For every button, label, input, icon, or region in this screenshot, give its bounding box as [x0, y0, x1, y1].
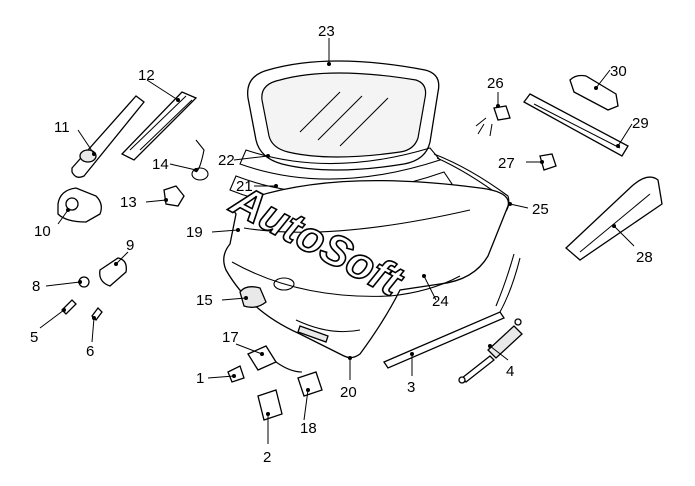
leader-lines	[39, 38, 635, 444]
part-9-bracket	[99, 257, 127, 287]
part-10-wiper-motor	[57, 187, 102, 223]
part-13-washer-nozzle	[163, 185, 185, 207]
callout-3: 3	[407, 379, 415, 396]
callout-18: 18	[300, 420, 317, 437]
callout-6: 6	[86, 343, 94, 360]
part-23-rear-glass	[247, 60, 440, 171]
callout-24: 24	[432, 293, 449, 310]
part-29-sill-plate	[523, 93, 629, 157]
part-1-clip	[227, 365, 245, 383]
part-28-trim-panel	[565, 176, 663, 261]
callout-30: 30	[610, 63, 627, 80]
callout-21: 21	[236, 178, 253, 195]
part-2-latch	[257, 389, 283, 421]
callout-17: 17	[222, 329, 239, 346]
callout-9: 9	[126, 237, 134, 254]
callout-26: 26	[487, 75, 504, 92]
callout-8: 8	[32, 278, 40, 295]
callout-25: 25	[532, 201, 549, 218]
callout-15: 15	[196, 292, 213, 309]
callout-1: 1	[196, 370, 204, 387]
callout-10: 10	[34, 223, 51, 240]
part-4-strut	[458, 318, 523, 384]
callout-29: 29	[632, 115, 649, 132]
callout-20: 20	[340, 384, 357, 401]
part-18-striker	[297, 371, 323, 397]
callout-14: 14	[152, 156, 169, 173]
callout-27: 27	[498, 155, 515, 172]
callout-28: 28	[636, 249, 653, 266]
callout-4: 4	[506, 363, 514, 380]
callout-2: 2	[263, 449, 271, 466]
leader-dots	[62, 62, 620, 416]
part-26-bulb	[475, 105, 511, 137]
part-17-latch	[247, 345, 303, 373]
callout-12: 12	[138, 67, 155, 84]
part-11-wiper-arm	[71, 95, 145, 178]
part-27-bulb-socket	[539, 153, 557, 171]
callout-23: 23	[318, 23, 335, 40]
callout-labels: 1234568910111213141517181920212223242526…	[30, 23, 653, 466]
part-20-tailgate	[223, 179, 510, 359]
callout-11: 11	[54, 119, 70, 136]
part-22-molding	[239, 147, 441, 180]
part-14-washer-hose	[191, 139, 209, 181]
callout-19: 19	[186, 224, 203, 241]
part-30-lamp	[569, 74, 619, 111]
part-15-lock	[239, 286, 267, 308]
callout-5: 5	[30, 329, 38, 346]
part-12-wiper-blade	[120, 91, 198, 161]
callout-13: 13	[120, 194, 137, 211]
callout-22: 22	[218, 152, 235, 169]
